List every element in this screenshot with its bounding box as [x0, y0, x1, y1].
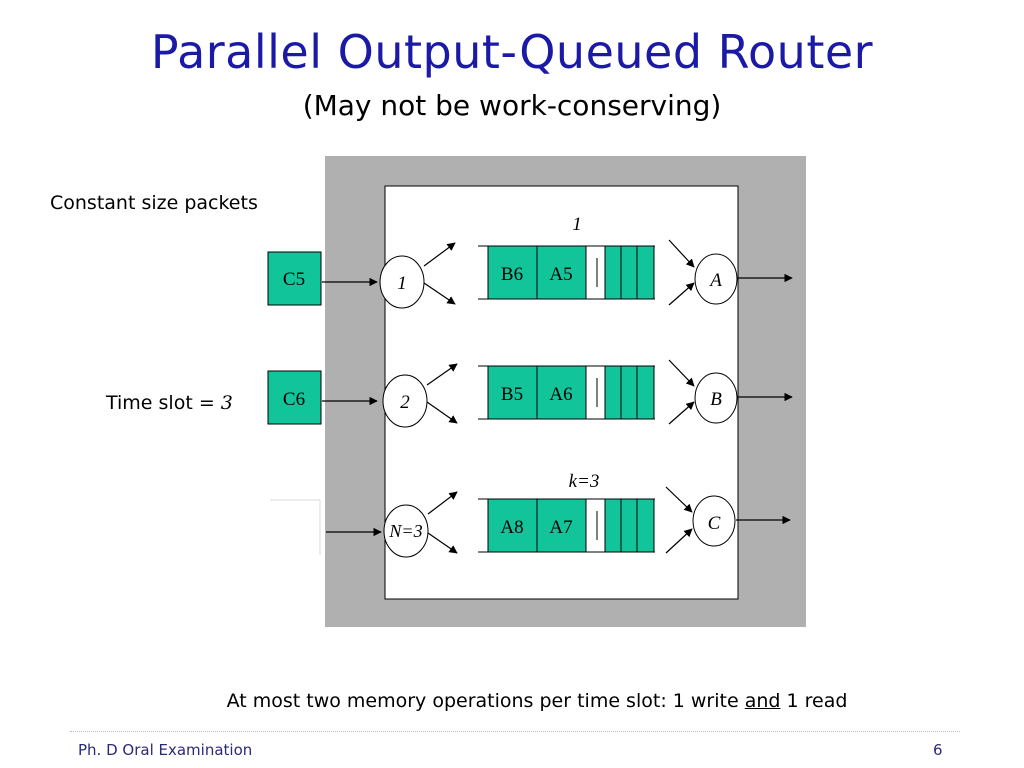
input-port-label: N=3	[388, 521, 422, 541]
output-port-label: B	[710, 389, 722, 410]
slide-subtitle: (May not be work-conserving)	[302, 89, 722, 122]
queue-slot	[636, 245, 655, 300]
input-row-1: C5 1	[267, 242, 456, 309]
queue-slot	[604, 498, 622, 553]
queue-cell-label: B5	[501, 384, 523, 405]
queue-cell	[536, 365, 587, 420]
queue-cell	[536, 245, 587, 300]
queue-cell-label: A5	[549, 264, 572, 285]
queue-empty-cell	[585, 498, 606, 553]
demux-arrow-down	[423, 282, 456, 305]
input-port-label: 2	[400, 392, 410, 413]
queue-cell-label: A8	[500, 517, 523, 538]
queue-cell	[487, 365, 538, 420]
mux-arrow-in-top	[665, 486, 693, 513]
queue-cell-label: A6	[549, 384, 572, 405]
output-port-node	[694, 372, 738, 424]
output-queue-1: B6 A5	[478, 245, 655, 300]
input-row-2: C6 2	[267, 363, 458, 428]
mux-arrow-in-bottom	[665, 528, 693, 554]
queue-cell-label: B6	[501, 264, 523, 285]
packet-box	[267, 251, 322, 306]
note-suffix: 1 read	[780, 690, 848, 712]
queue-cell	[536, 498, 587, 553]
queue-empty-cell	[585, 245, 606, 300]
mux-arrow-in-top	[668, 239, 695, 268]
mux-arrow-in-top	[668, 359, 695, 387]
input-port-node	[382, 374, 428, 428]
time-slot-value: 3	[220, 392, 233, 414]
output-port-label: A	[708, 270, 722, 291]
input-port-label: 1	[397, 273, 407, 294]
mux-arrow-in-bottom	[668, 401, 695, 425]
output-queue-3: A8 A7	[478, 498, 655, 553]
output-port-node	[694, 253, 738, 305]
queue-slot	[620, 498, 638, 553]
queue-slot	[636, 365, 655, 420]
input-port-node	[379, 255, 425, 309]
memory-label-bottom: k=3	[569, 471, 600, 492]
queue-slot	[604, 365, 622, 420]
packet-label: C5	[283, 269, 305, 290]
queue-slot	[604, 245, 622, 300]
output-port-node	[692, 495, 736, 547]
mux-arrow-in-bottom	[668, 282, 695, 306]
page-number: 6	[933, 741, 943, 759]
slide-title: Parallel Output-Queued Router	[150, 25, 874, 79]
queue-cell-label: A7	[549, 517, 572, 538]
queue-cell	[487, 498, 538, 553]
output-row-2: B	[668, 359, 793, 425]
demux-arrow-down	[426, 401, 458, 424]
queue-slot	[636, 498, 655, 553]
memory-operations-note: At most two memory operations per time s…	[0, 690, 1024, 712]
constant-size-label: Constant size packets	[50, 192, 258, 214]
time-slot-label: Time slot = 3	[106, 392, 233, 414]
queue-cell	[487, 245, 538, 300]
output-row-1: A	[668, 239, 793, 306]
footer-title: Ph. D Oral Examination	[78, 741, 253, 759]
demux-arrow-up	[426, 363, 458, 386]
queue-slot	[620, 365, 638, 420]
demux-arrow-up	[427, 491, 458, 515]
demux-arrow-up	[423, 242, 456, 267]
output-port-label: C	[708, 513, 721, 534]
packet-label: C6	[283, 389, 305, 410]
queue-empty-cell	[585, 365, 606, 420]
demux-arrow-down	[427, 532, 458, 554]
note-prefix: At most two memory operations per time s…	[226, 690, 745, 712]
time-slot-text: Time slot =	[106, 392, 221, 414]
queue-slot	[620, 245, 638, 300]
memory-label-top: 1	[572, 214, 582, 235]
output-queue-2: B5 A6	[478, 365, 655, 420]
note-and: and	[744, 690, 781, 712]
footer-divider	[70, 731, 960, 732]
output-row-3: C	[665, 486, 791, 554]
input-port-node	[383, 504, 429, 558]
input-row-3: N=3	[326, 491, 458, 558]
packet-box	[267, 370, 322, 425]
